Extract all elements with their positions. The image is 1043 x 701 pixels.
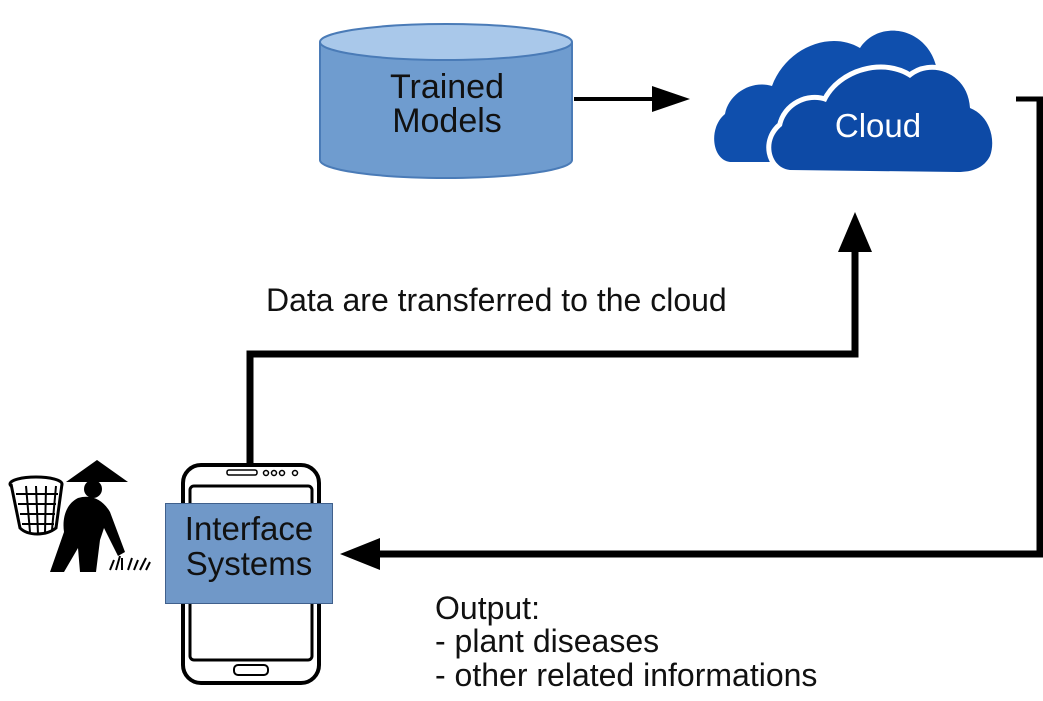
cloud-icon <box>714 30 998 177</box>
farmer-with-basket-icon <box>8 460 151 572</box>
output-title: Output: <box>435 590 540 626</box>
trained-models-line1: Trained <box>389 68 505 106</box>
trained-models-line2: Models <box>392 102 502 140</box>
output-description: Output: - plant diseases - other related… <box>435 590 818 693</box>
arrow-cloud-to-interface <box>340 96 1043 570</box>
upload-edge-label: Data are transferred to the cloud <box>266 282 727 318</box>
database-cylinder-icon <box>319 23 573 179</box>
cloud-label: Cloud <box>834 107 922 144</box>
trained-models-label: Trained Models <box>322 70 572 138</box>
interface-systems-label: Interface Systems <box>165 510 333 582</box>
interface-line1: Interface <box>184 510 314 547</box>
arrow-upload-to-cloud <box>246 212 872 505</box>
output-item-2: - other related informations <box>435 656 818 693</box>
interface-systems-box <box>165 503 333 604</box>
arrow-models-to-cloud <box>574 86 690 112</box>
interface-line2: Systems <box>185 544 313 582</box>
output-item-1: - plant diseases <box>435 623 660 660</box>
